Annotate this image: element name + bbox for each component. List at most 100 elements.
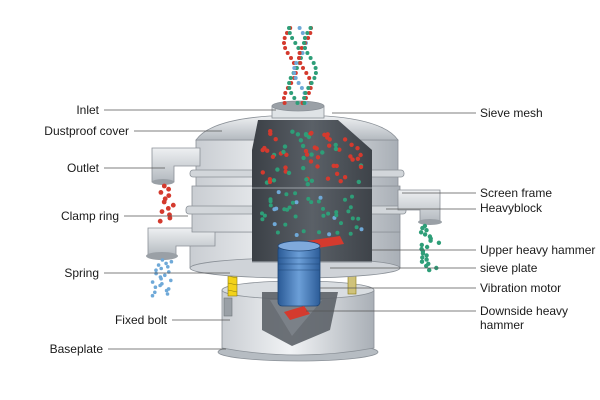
chamber-particle <box>260 170 265 175</box>
inlet-particle <box>302 101 307 105</box>
top-outlet-mouth <box>152 179 174 185</box>
outlet-particle <box>159 209 165 215</box>
outlet-particle <box>153 285 158 290</box>
chamber-particle <box>333 146 339 152</box>
chamber-particle <box>305 182 310 187</box>
outlet-particle <box>161 199 167 205</box>
outlet-particle <box>419 242 424 248</box>
inlet-particle <box>294 61 299 65</box>
chamber-particle <box>358 164 364 170</box>
inlet-particle <box>283 46 288 50</box>
chamber-particle <box>339 221 343 226</box>
inlet-particle <box>287 86 292 90</box>
chamber-particle <box>281 149 286 155</box>
chamber-particle <box>293 191 298 196</box>
chamber-particle <box>350 216 355 221</box>
chamber-particle <box>350 157 355 162</box>
inlet-particle <box>293 76 298 80</box>
outlet-particle <box>427 267 432 273</box>
chamber-particle <box>337 147 342 152</box>
inlet-particle <box>282 36 287 40</box>
inlet-particle <box>285 51 290 55</box>
chamber-particle <box>294 233 299 237</box>
label-outlet: Outlet <box>67 161 100 175</box>
outlet-particle <box>165 292 170 296</box>
chamber-particle <box>276 190 281 195</box>
outlet-particle <box>160 258 165 262</box>
particle-streams <box>150 26 442 298</box>
outlet-particle <box>165 206 171 211</box>
outlet-particle <box>157 218 163 224</box>
chamber-particle <box>356 179 361 185</box>
chamber-particle <box>342 175 348 180</box>
chamber-particle <box>359 227 364 232</box>
inlet-particle <box>302 96 307 100</box>
labels-left: Inlet Dustproof cover Outlet Clamp ring … <box>44 103 167 356</box>
chamber-particle <box>282 207 287 212</box>
inlet-particle <box>300 51 305 55</box>
inlet-particle <box>305 51 310 55</box>
inlet-particle <box>307 76 312 80</box>
inlet-particle <box>304 71 309 75</box>
chamber-particle <box>326 211 331 216</box>
chamber-particle <box>334 213 339 218</box>
inlet-particle <box>302 36 307 40</box>
chamber-particle <box>274 206 279 211</box>
inlet-particle <box>289 56 293 60</box>
inlet-particle <box>303 91 308 95</box>
cutaway-interior <box>252 120 372 262</box>
chamber-particle <box>317 230 321 235</box>
chamber-particle <box>338 179 343 184</box>
chamber-particle <box>271 178 277 183</box>
chamber-particle <box>348 231 353 236</box>
chamber-particle <box>325 132 330 137</box>
inlet-particle <box>297 51 302 55</box>
inlet-particle <box>283 91 288 95</box>
chamber-particle <box>321 206 325 211</box>
chamber-particle <box>267 179 273 185</box>
chamber-particle <box>320 150 325 155</box>
label-upper-heavy-hammer: Upper heavy hammer <box>480 243 595 257</box>
chamber-particle <box>354 225 359 230</box>
chamber-particle <box>348 205 353 210</box>
outlet-particle <box>167 215 173 221</box>
outlet-particle <box>436 240 442 245</box>
label-sieve-plate: sieve plate <box>480 261 538 275</box>
outlet-particle <box>424 253 429 258</box>
label-clamp-ring: Clamp ring <box>61 209 119 223</box>
inlet-particle <box>287 31 292 35</box>
inlet-particle <box>299 46 304 50</box>
inlet-particle <box>282 101 287 105</box>
outlet-particle <box>420 225 425 231</box>
chamber-particle <box>295 132 301 137</box>
outlet-particle <box>154 268 158 273</box>
outlet-particle <box>166 193 172 199</box>
outlet-particle <box>419 259 425 264</box>
inlet-particle <box>289 91 294 95</box>
chamber-particle <box>358 152 363 158</box>
right-outlet-pipe <box>397 189 441 223</box>
outlet-particle <box>150 280 155 284</box>
chamber-particle <box>306 196 311 201</box>
outlet-particle <box>150 293 155 298</box>
inlet-particle <box>292 71 297 75</box>
inlet-particle <box>306 86 311 90</box>
inlet-particle <box>312 76 317 80</box>
chamber-particle <box>260 211 264 216</box>
chamber-particle <box>265 148 270 153</box>
inlet-particle <box>296 46 301 50</box>
outlet-particle <box>428 238 433 243</box>
inlet-particle <box>297 56 301 60</box>
inlet-particle <box>287 81 292 85</box>
chamber-particle <box>334 210 339 215</box>
chamber-particle <box>356 216 361 221</box>
chamber-particle <box>275 167 280 172</box>
outlet-particle <box>154 271 158 276</box>
chamber-particle <box>308 131 313 136</box>
inlet-particle <box>311 61 316 65</box>
chamber-particle <box>346 209 351 214</box>
label-downside-heavy-hammer-line1: Downside heavy <box>480 304 568 318</box>
chamber-particle <box>294 200 299 205</box>
chamber-particle <box>306 134 312 140</box>
chamber-particle <box>290 129 295 134</box>
